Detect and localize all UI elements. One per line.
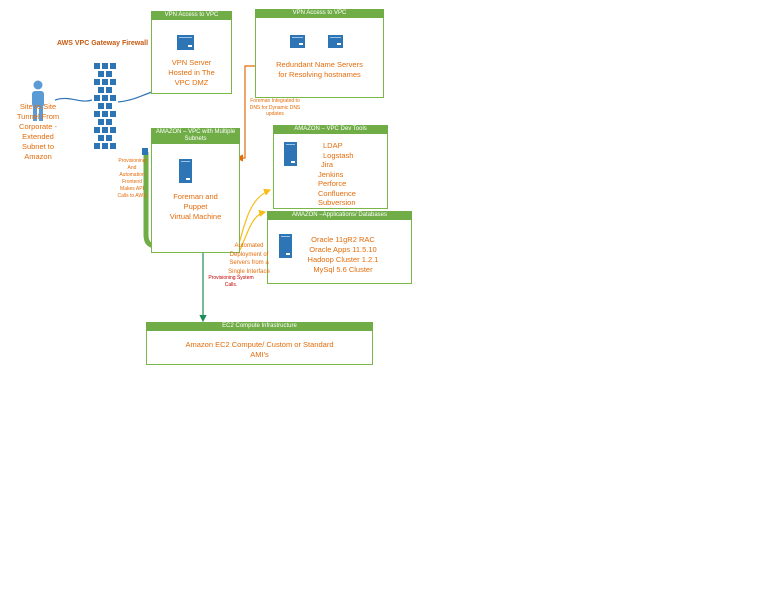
vpc-multi-subnet-header: AMAZON – VPC with Multiple Subnets xyxy=(151,128,240,144)
server-icon xyxy=(279,234,292,258)
dev-tool-item: Logstash xyxy=(323,150,354,160)
firewall-label: AWS VPC Gateway Firewall xyxy=(57,40,149,47)
ec2-box: EC2 Compute Infrastructure Amazon EC2 Co… xyxy=(146,322,373,365)
tunnel-connector xyxy=(54,97,93,102)
firewall-vpn-connector xyxy=(117,91,153,103)
ec2-header: EC2 Compute Infrastructure xyxy=(146,322,373,331)
foreman-dns-note: Foreman Integrated to DNS for Dynamic DN… xyxy=(249,98,301,117)
dns-connector xyxy=(235,65,256,162)
server-icon xyxy=(290,35,305,48)
name-servers-box-header: VPN Access to VPC xyxy=(255,9,384,18)
dev-tools-list: LDAP Logstash Jira Jenkins Perforce Conf… xyxy=(318,141,388,208)
dev-tool-item: Jira xyxy=(321,160,334,169)
name-servers-box: VPN Access to VPC Redundant Name Servers… xyxy=(255,9,384,98)
dev-tool-item: Perforce xyxy=(318,179,347,188)
provisioning-calls-note: Provisioning System Calls. xyxy=(208,275,254,288)
tunnel-label: Site to Site Tunnel From Corporate - Ext… xyxy=(16,102,60,161)
dev-tools-header: AMAZON – VPC Dev Tools xyxy=(273,125,388,134)
server-icon xyxy=(284,142,297,166)
apps-db-item: Oracle Apps 11.5.10 xyxy=(309,245,377,254)
dev-tools-box: AMAZON – VPC Dev Tools LDAP Logstash Jir… xyxy=(273,125,388,209)
apps-databases-box: AMAZON –Applications/ Databases Oracle 1… xyxy=(267,211,412,284)
foreman-puppet-label: Foreman and Puppet Virtual Machine xyxy=(169,192,222,221)
server-icon xyxy=(328,35,343,48)
devtools-connector xyxy=(237,188,272,248)
apps-databases-list: Oracle 11gR2 RAC Oracle Apps 11.5.10 Had… xyxy=(298,235,388,275)
firewall-icon xyxy=(92,62,118,150)
vpn-server-box: VPN Access to VPC VPN Server Hosted in T… xyxy=(151,11,232,94)
apps-databases-header: AMAZON –Applications/ Databases xyxy=(267,211,412,220)
apps-db-item: Hadoop Cluster 1.2.1 xyxy=(307,255,379,264)
dev-tool-item: Jenkins xyxy=(318,169,344,179)
provisioning-note: Provisioning And Automation Frontend Mak… xyxy=(117,158,147,199)
name-servers-label: Redundant Name Servers for Resolving hos… xyxy=(276,60,363,79)
dev-tool-item: Confluence xyxy=(318,188,356,198)
apps-db-item: MySql 5.6 Cluster xyxy=(313,265,373,274)
server-icon xyxy=(177,35,194,50)
server-icon xyxy=(179,159,192,183)
ec2-label: Amazon EC2 Compute/ Custom or Standard A… xyxy=(185,340,334,359)
dev-tool-item: Subversion xyxy=(318,198,356,207)
user-icon xyxy=(32,80,44,121)
dev-tool-item: LDAP xyxy=(323,141,343,150)
apps-db-item: Oracle 11gR2 RAC xyxy=(311,235,375,244)
automated-deployment-note: Automated Deployment of Servers from a S… xyxy=(228,243,270,275)
vpn-server-box-header: VPN Access to VPC xyxy=(151,11,232,20)
vpn-server-label: VPN Server Hosted in The VPC DMZ xyxy=(168,58,215,87)
apps-connector xyxy=(239,209,267,251)
bracket-marker xyxy=(142,148,148,155)
vpc-multi-subnet-box: AMAZON – VPC with Multiple Subnets Forem… xyxy=(151,128,240,253)
